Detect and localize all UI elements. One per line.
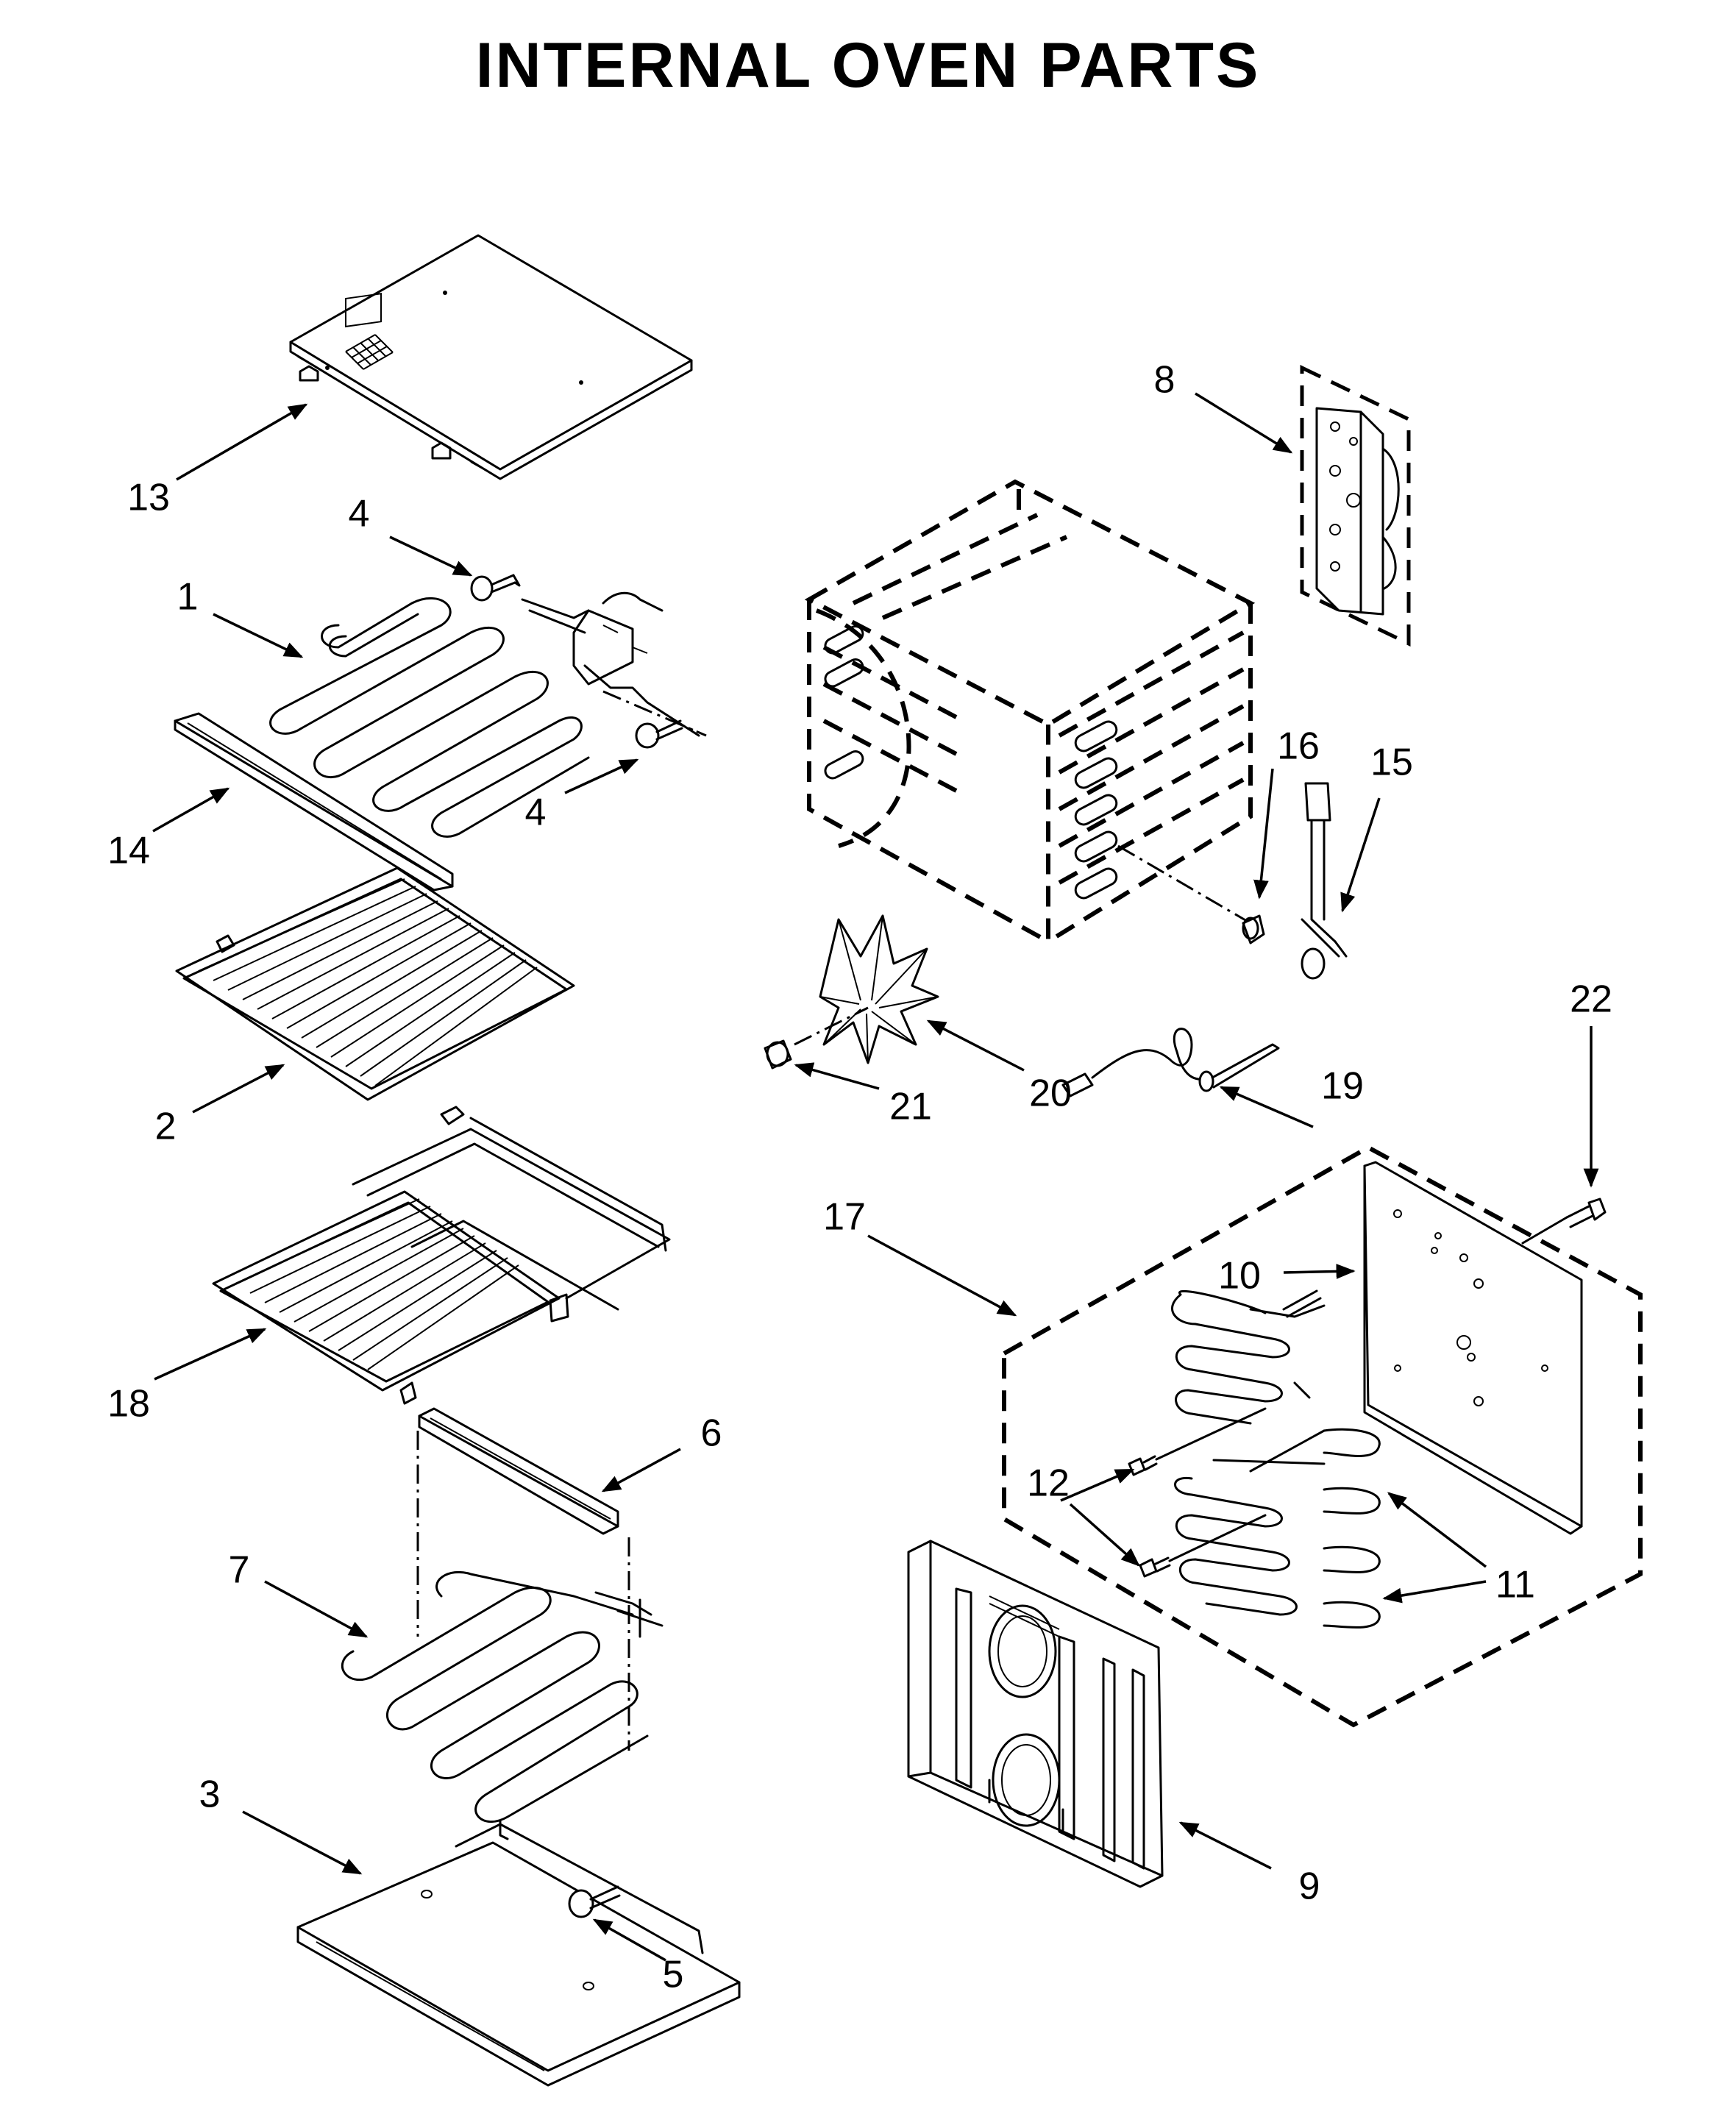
callout-11: 11: [1495, 1564, 1535, 1606]
callout-2: 2: [155, 1106, 177, 1148]
callout-10: 10: [1218, 1255, 1261, 1298]
callout-15: 15: [1370, 741, 1413, 784]
temperature-sensor: [1301, 782, 1348, 980]
nut-16: [1242, 914, 1265, 944]
lead-line-6: [416, 1431, 630, 1751]
oven-rack: [175, 866, 575, 1125]
lead-line-1: [602, 690, 707, 737]
lead-line-21: [794, 1006, 869, 1046]
trim-bar: [174, 712, 454, 892]
callout-1: 1: [177, 576, 199, 619]
lead-line-22: [1521, 1216, 1568, 1245]
callout-22: 22: [1570, 978, 1612, 1021]
callout-9: 9: [1299, 1865, 1320, 1908]
callout-17: 17: [823, 1196, 866, 1239]
top-panel: [289, 234, 693, 480]
screw-5: [568, 1885, 621, 1918]
convection-fan-blade: [819, 914, 939, 1064]
screw-12-lower: [1139, 1556, 1171, 1578]
callout-12: 12: [1027, 1462, 1070, 1505]
callout-14: 14: [107, 830, 150, 872]
fan-nut: [764, 1039, 792, 1070]
screw-lower: [635, 719, 683, 749]
page-title: INTERNAL OVEN PARTS: [475, 30, 1261, 101]
rear-element-upper: [1171, 1289, 1326, 1425]
rear-panel: [1363, 1161, 1583, 1535]
screw-12-upper: [1128, 1455, 1158, 1476]
callout-7: 7: [229, 1549, 250, 1592]
callout-20: 20: [1029, 1072, 1072, 1115]
callout-21: 21: [889, 1086, 932, 1128]
screw-upper: [470, 574, 521, 602]
lead-lines-12: [1155, 1407, 1267, 1562]
bake-element: [341, 1570, 664, 1823]
callout-4-lower: 4: [525, 791, 547, 834]
leader-arrows: [152, 392, 1599, 1962]
callout-3: 3: [199, 1773, 221, 1816]
rear-element-lower: [1174, 1428, 1381, 1629]
screw-22: [1565, 1198, 1607, 1228]
callout-labels: 13 4 1 4 14 2 18 6 7 3 5 8 16 15 22 20 1…: [107, 359, 1612, 1996]
lead-line-16: [1117, 844, 1251, 925]
callout-4-upper: 4: [349, 493, 370, 535]
sliding-rack: [212, 1117, 671, 1405]
oven-cavity: [804, 479, 1256, 946]
callout-6: 6: [701, 1412, 722, 1455]
callout-8: 8: [1154, 359, 1175, 402]
light-assembly: [1300, 365, 1411, 647]
meat-probe: [1061, 1028, 1280, 1097]
front-trim: [418, 1407, 619, 1535]
callout-13: 13: [127, 477, 170, 519]
bottom-panel: [296, 1819, 741, 2087]
callout-5: 5: [663, 1954, 684, 1996]
callout-19: 19: [1321, 1065, 1364, 1108]
convection-fan-cover: [907, 1540, 1164, 1888]
broil-element: [269, 591, 700, 838]
rear-assembly-group: [1002, 1145, 1643, 1728]
callout-16: 16: [1277, 725, 1320, 768]
callout-18: 18: [107, 1383, 150, 1426]
